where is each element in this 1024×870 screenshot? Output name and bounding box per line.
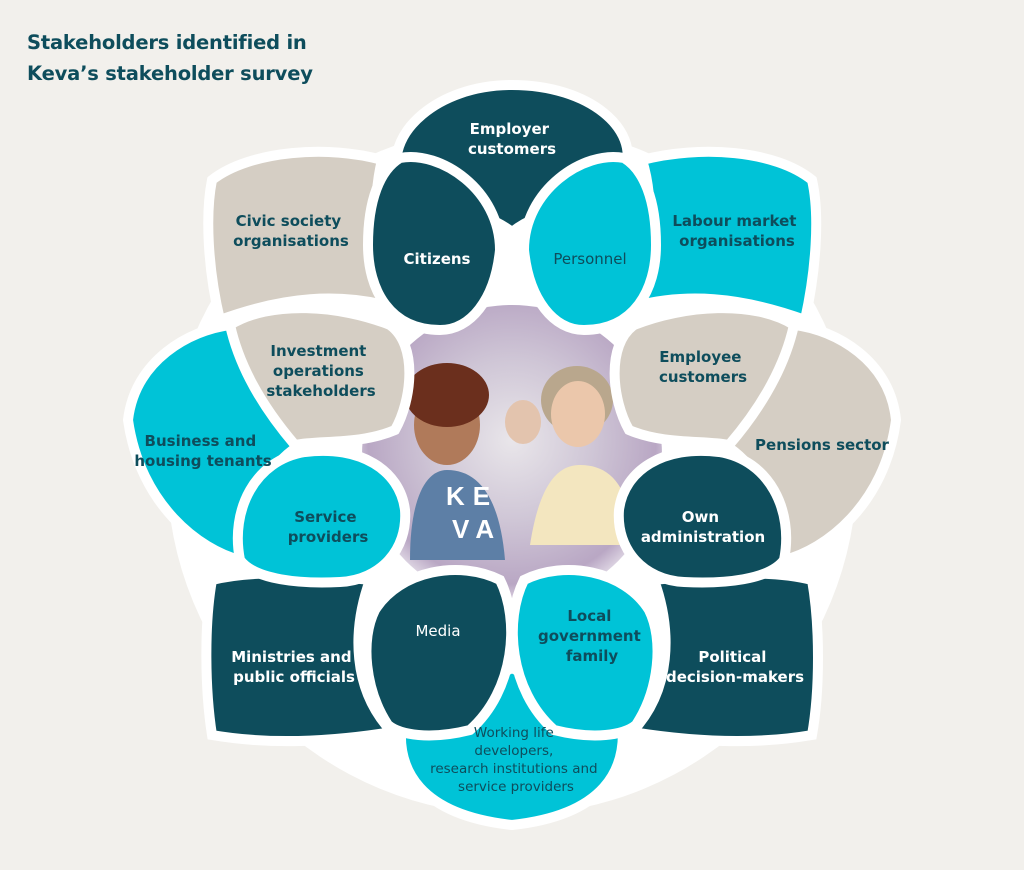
person-back-face — [505, 400, 541, 444]
logo-top: KE — [446, 481, 498, 511]
label-pensions-sector: Pensions sector — [755, 436, 890, 454]
label-media: Media — [415, 622, 460, 640]
label-personnel: Personnel — [553, 250, 626, 268]
label-investment: Investment operations stakeholders — [266, 342, 375, 400]
person-left-hair — [405, 363, 489, 427]
logo-bottom: VA — [452, 514, 502, 544]
person-right-face — [551, 381, 605, 447]
label-citizens: Citizens — [404, 250, 471, 268]
petal-media — [366, 570, 511, 735]
